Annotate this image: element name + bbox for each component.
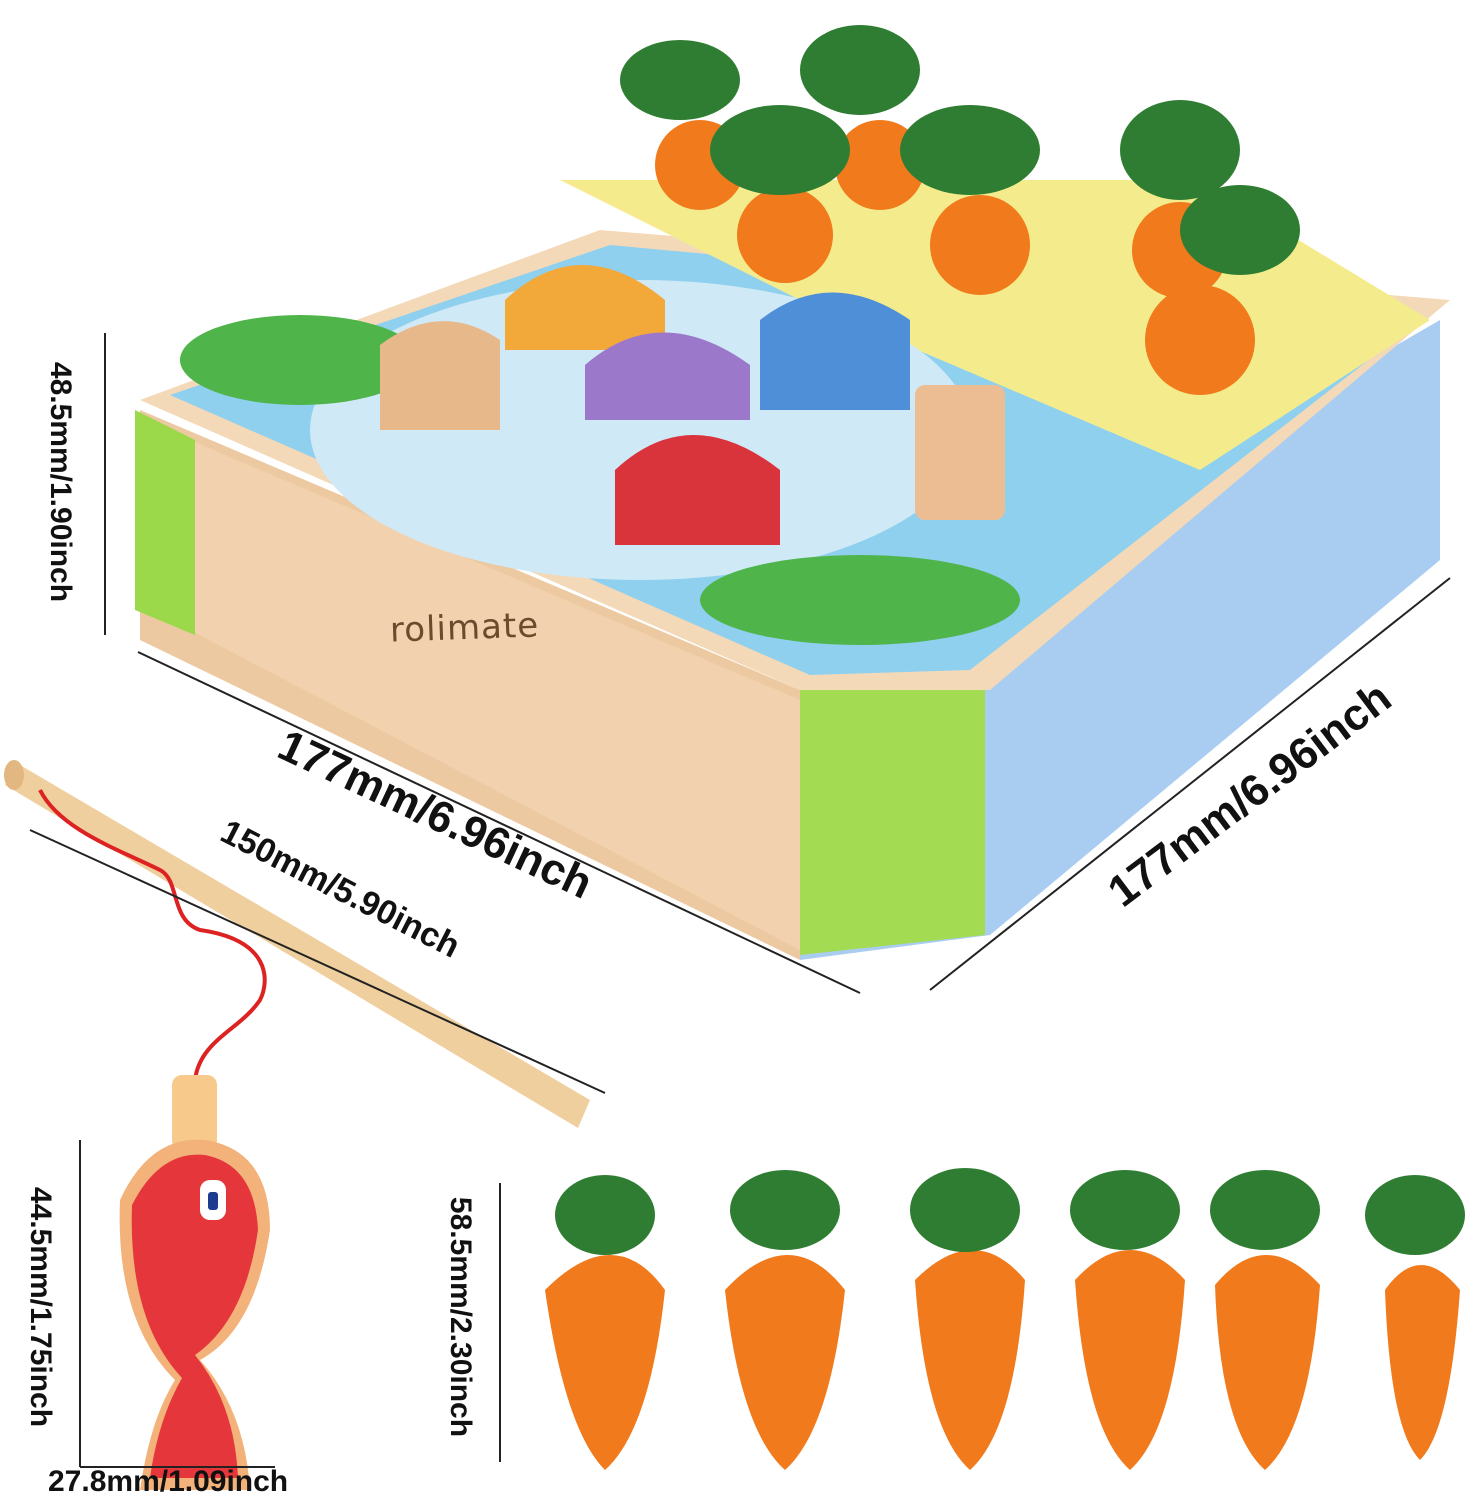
wooden-box xyxy=(135,180,1450,960)
fishing-rod xyxy=(4,760,590,1128)
dimension-lines xyxy=(29,333,1451,1468)
fish-piece xyxy=(119,1075,270,1490)
loose-carrots xyxy=(545,1168,1465,1470)
fish-pieces xyxy=(380,265,1005,545)
board-carrots xyxy=(620,25,1300,395)
fish-width-label: 27.8mm/1.09inch xyxy=(48,1465,289,1498)
carrot-height-label: 58.5mm/2.30inch xyxy=(444,1196,477,1438)
box-height-label: 48.5mm/1.90inch xyxy=(44,361,77,603)
fish-height-label: 44.5mm/1.75inch xyxy=(24,1186,57,1428)
brand-logo: rolimate xyxy=(389,605,540,651)
